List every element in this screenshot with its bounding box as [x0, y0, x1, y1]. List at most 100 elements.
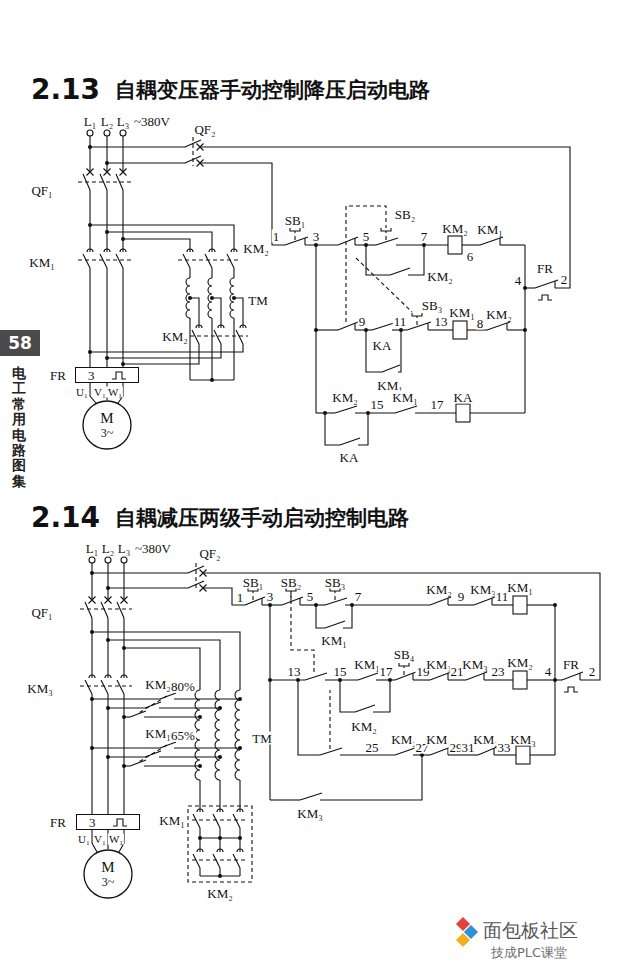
contact-symbol: [335, 406, 357, 413]
contact-symbol: [130, 711, 146, 717]
dashed-linkage: [192, 819, 248, 820]
circuit-label: KM₂: [485, 308, 512, 321]
wire: [211, 268, 212, 278]
junction-dot: [238, 746, 242, 750]
contact-symbol: [193, 814, 200, 828]
contact-symbol: [562, 672, 583, 680]
circuit-label: 4: [514, 274, 523, 287]
circuit-label: KM₃: [26, 682, 53, 695]
circuit-label: KM₂: [426, 270, 453, 283]
motor-circle-shape: [83, 401, 131, 449]
wire: [108, 640, 220, 690]
wire: [233, 318, 234, 380]
contact-symbol: [491, 598, 492, 605]
contact-symbol: [227, 254, 234, 268]
motor-circle: M3~: [82, 400, 132, 450]
wire: [408, 245, 424, 275]
wire: [122, 136, 123, 172]
circuit-label: KM₁: [158, 814, 185, 827]
contact-symbol: [130, 760, 146, 766]
junction-dot: [210, 296, 214, 300]
junction-dot: [90, 697, 94, 701]
wire: [500, 244, 525, 245]
wire: [320, 755, 422, 800]
section-heading: 自耦变压器手动控制降压启动电路: [114, 80, 431, 101]
contact-symbol: [390, 268, 410, 275]
contact-symbol: [116, 254, 123, 268]
wire: [376, 679, 395, 680]
circuit-label: 11: [393, 315, 408, 328]
wire: [239, 868, 240, 876]
circuit-label: KA: [372, 339, 393, 352]
wire: [174, 698, 240, 699]
junction-dot: [88, 223, 92, 227]
dashed-linkage: [137, 696, 167, 714]
circuit-label: 7: [420, 230, 429, 243]
junction-dot: [121, 237, 125, 241]
junction-dot: [106, 706, 110, 710]
circuit-label: 6: [466, 250, 475, 263]
coil-symbol: [456, 404, 470, 422]
junction-dot: [106, 755, 110, 759]
circuit-label: KM₁: [144, 727, 171, 740]
wire: [345, 604, 430, 605]
wire: [107, 563, 108, 600]
coil-symbol: [513, 596, 527, 614]
wire: [107, 232, 212, 252]
junction-dot: [268, 603, 272, 607]
contact-symbol: [474, 597, 495, 605]
wire: [90, 146, 185, 147]
page-number: 58: [8, 335, 32, 352]
contact-symbol: [499, 238, 500, 245]
dashed-linkage: [195, 563, 196, 591]
wire: [106, 190, 107, 252]
wire: [106, 136, 107, 172]
circuit-label: 17: [379, 665, 394, 678]
contact-symbol: [197, 809, 203, 812]
contact-symbol: [478, 747, 497, 755]
wire: [270, 799, 300, 800]
contact-symbol: [325, 621, 345, 628]
dashed-linkage: [192, 137, 193, 166]
winding-symbol: [235, 690, 240, 780]
wire: [89, 136, 90, 172]
wire: [448, 679, 466, 680]
wire: [123, 344, 199, 364]
circuit-label: KM₃: [509, 733, 536, 746]
pushbutton-symbol: [381, 228, 391, 231]
dashed-linkage: [346, 206, 386, 322]
circuit-label: FR: [562, 658, 580, 671]
wire: [91, 694, 92, 814]
junction-dot: [106, 586, 110, 590]
contact-symbol: [105, 675, 111, 678]
contact-symbol: [395, 672, 416, 680]
contact-symbol: [506, 323, 507, 330]
circuit-label: FR: [49, 816, 67, 829]
wire: [123, 239, 190, 252]
terminal-label: W₁: [108, 834, 124, 845]
wire: [527, 604, 555, 605]
junction-dot: [90, 746, 94, 750]
circuit-label: 1: [272, 230, 281, 243]
pushbutton-symbol: [334, 591, 335, 600]
wire: [233, 268, 234, 278]
junction-dot: [210, 378, 214, 382]
motor-label: 3~: [102, 876, 115, 889]
circuit-label: KA: [453, 391, 474, 404]
thermal-symbol: [113, 819, 127, 826]
wire: [108, 707, 145, 708]
dashed-linkage: [329, 690, 330, 749]
wire: [325, 413, 340, 445]
contact-symbol: [493, 748, 494, 755]
contact-symbol: [217, 809, 223, 812]
section-number: 2.13: [30, 76, 101, 104]
wire: [527, 679, 555, 680]
circuit-label: QF₁: [30, 606, 53, 619]
terminal-label: U₁: [77, 834, 91, 845]
breaker-mark: [104, 169, 111, 176]
dashed-linkage: [78, 181, 132, 182]
wire: [316, 329, 338, 330]
circuit-label: L₃: [116, 115, 130, 128]
wire: [494, 754, 516, 755]
junction-dot: [323, 411, 327, 415]
